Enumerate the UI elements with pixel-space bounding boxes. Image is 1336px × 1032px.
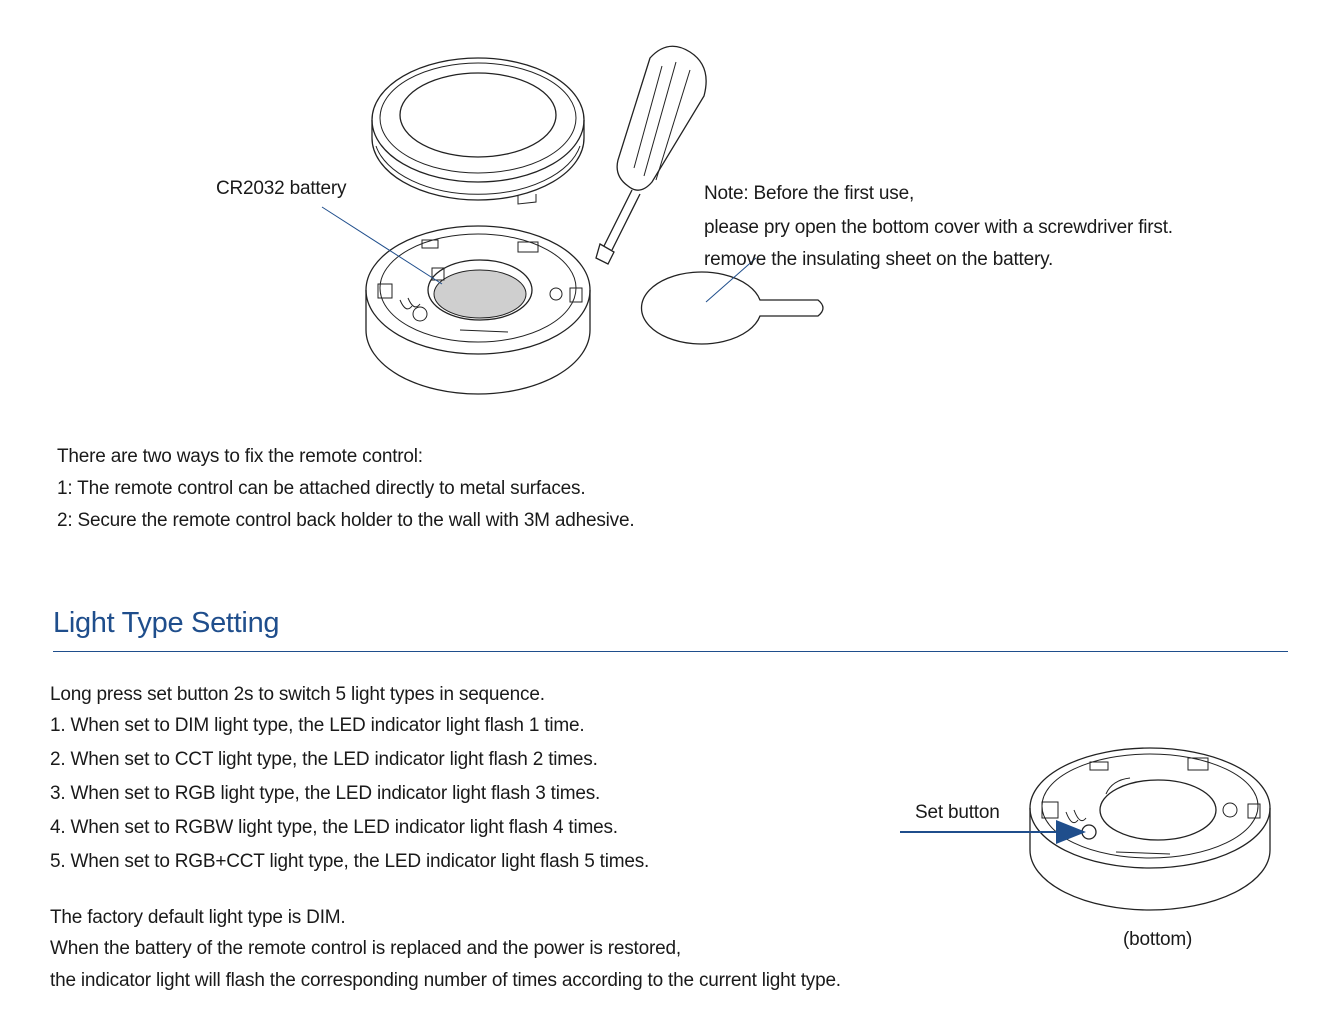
note-leader-line (705, 257, 757, 303)
remote-base (365, 225, 591, 395)
default-light-type: The factory default light type is DIM. (50, 907, 346, 928)
note-line: remove the insulating sheet on the batte… (704, 249, 1054, 270)
section-divider (53, 651, 1288, 652)
light-type-intro: Long press set button 2s to switch 5 lig… (50, 684, 545, 705)
arrow-icon (1056, 820, 1086, 844)
battery-label: CR2032 battery (216, 178, 347, 199)
light-type-step: 5. When set to RGB+CCT light type, the L… (50, 851, 650, 872)
battery-leader-line (321, 206, 443, 285)
set-button-label: Set button (915, 802, 1000, 823)
note-line: Note: Before the first use, (704, 183, 915, 204)
restore-note-line: the indicator light will flash the corre… (50, 970, 841, 991)
bottom-view-caption: (bottom) (1123, 929, 1193, 950)
remote-top-cover (371, 57, 585, 205)
light-type-step: 4. When set to RGBW light type, the LED … (50, 817, 618, 838)
light-type-step: 3. When set to RGB light type, the LED i… (50, 783, 601, 804)
battery-install-illustration (321, 45, 824, 395)
fix-method-item: 1: The remote control can be attached di… (57, 478, 586, 499)
screwdriver-icon (595, 45, 707, 265)
cr2032-battery-cell (433, 269, 527, 319)
light-type-step: 2. When set to CCT light type, the LED i… (50, 749, 598, 770)
set-button-illustration (900, 747, 1271, 911)
section-title: Light Type Setting (53, 607, 280, 639)
restore-note-line: When the battery of the remote control i… (50, 938, 681, 959)
fix-method-item: 2: Secure the remote control back holder… (57, 510, 635, 531)
light-type-step: 1. When set to DIM light type, the LED i… (50, 715, 585, 736)
fix-intro: There are two ways to fix the remote con… (57, 446, 423, 467)
insulating-sheet-icon (640, 271, 824, 345)
note-line: please pry open the bottom cover with a … (704, 217, 1173, 238)
